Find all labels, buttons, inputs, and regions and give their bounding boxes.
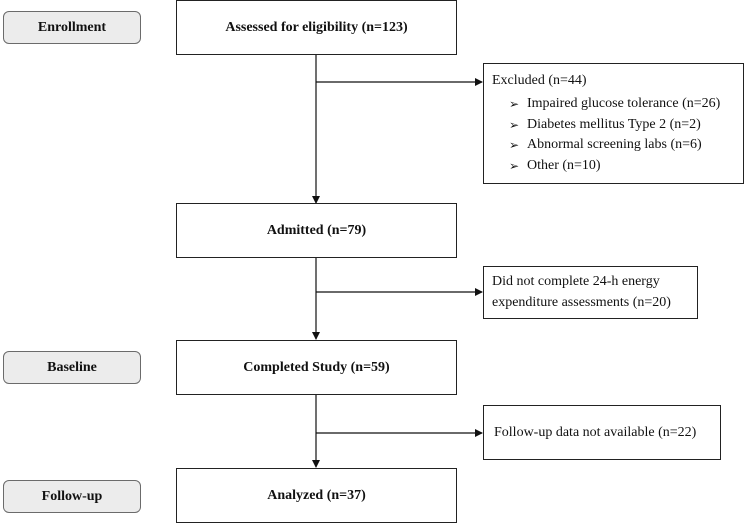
analyzed-box: Analyzed (n=37) <box>176 468 457 523</box>
excluded-list: ➢ Impaired glucose tolerance (n=26) ➢ Di… <box>509 94 720 176</box>
excluded-item: ➢ Other (n=10) <box>509 156 720 177</box>
not-completed-box: Did not complete 24-h energy expenditure… <box>483 266 698 319</box>
excluded-box: Excluded (n=44) ➢ Impaired glucose toler… <box>483 63 744 184</box>
followup-missing-text: Follow-up data not available (n=22) <box>494 424 697 440</box>
excluded-item-label: Other (n=10) <box>527 157 601 173</box>
excluded-item: ➢ Impaired glucose tolerance (n=26) <box>509 94 720 115</box>
stage-enrollment: Enrollment <box>3 11 141 44</box>
excluded-item: ➢ Diabetes mellitus Type 2 (n=2) <box>509 115 720 136</box>
stage-baseline: Baseline <box>3 351 141 384</box>
arrow-bullet-icon: ➢ <box>509 117 520 132</box>
stage-follow-up: Follow-up <box>3 480 141 513</box>
completed-box: Completed Study (n=59) <box>176 340 457 395</box>
arrow-bullet-icon: ➢ <box>509 158 520 173</box>
excluded-item: ➢ Abnormal screening labs (n=6) <box>509 135 720 156</box>
arrow-bullet-icon: ➢ <box>509 138 520 153</box>
excluded-item-label: Impaired glucose tolerance (n=26) <box>527 96 721 112</box>
arrow-bullet-icon: ➢ <box>509 97 520 112</box>
assessed-box: Assessed for eligibility (n=123) <box>176 0 457 55</box>
followup-missing-box: Follow-up data not available (n=22) <box>483 405 721 460</box>
not-completed-line1: Did not complete 24-h energy <box>492 274 660 289</box>
excluded-item-label: Abnormal screening labs (n=6) <box>527 137 702 153</box>
not-completed-line2: expenditure assessments (n=20) <box>492 295 671 310</box>
excluded-title: Excluded (n=44) <box>492 73 587 88</box>
excluded-item-label: Diabetes mellitus Type 2 (n=2) <box>527 116 701 132</box>
admitted-box: Admitted (n=79) <box>176 203 457 258</box>
